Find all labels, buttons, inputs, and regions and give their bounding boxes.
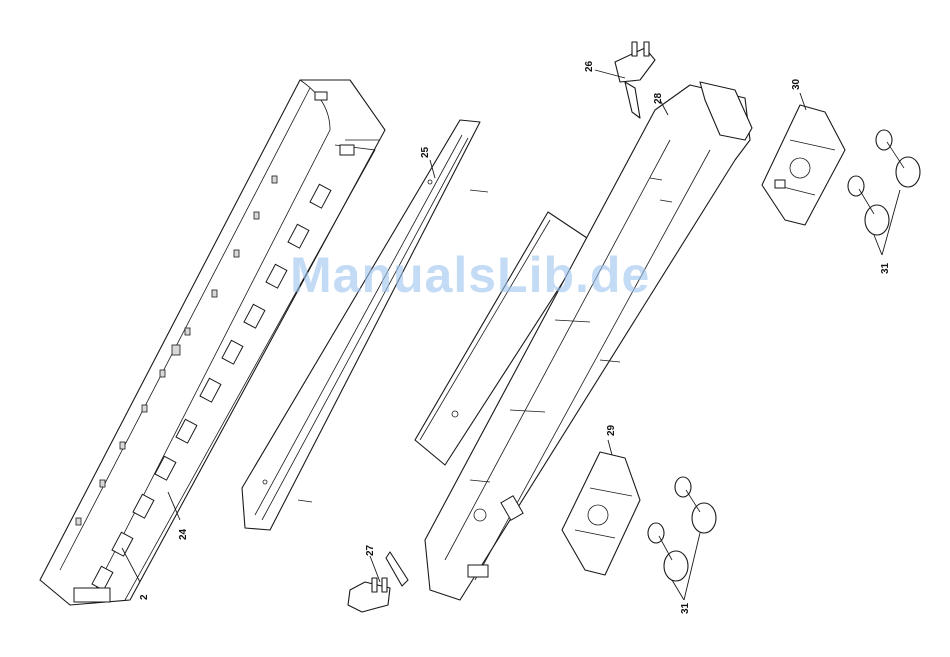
callout-2: 2 [139, 594, 150, 600]
callout-24: 24 [178, 528, 189, 540]
coupling-27 [348, 552, 408, 612]
callout-26: 26 [584, 60, 595, 72]
callout-29: 29 [606, 424, 617, 436]
bogie-30 [762, 105, 845, 225]
callout-31-lower: 31 [680, 602, 691, 614]
callout-25: 25 [420, 146, 431, 158]
wheelsets-31-lower [648, 477, 716, 581]
callout-30: 30 [791, 78, 802, 90]
bogie-29 [562, 452, 640, 575]
wheelsets-31-upper [848, 130, 920, 235]
coupling-26 [615, 42, 655, 118]
callout-31-upper: 31 [880, 262, 891, 274]
callout-28: 28 [653, 92, 664, 104]
callout-27: 27 [365, 544, 376, 556]
watermark: ManualsLib.de [290, 247, 650, 303]
